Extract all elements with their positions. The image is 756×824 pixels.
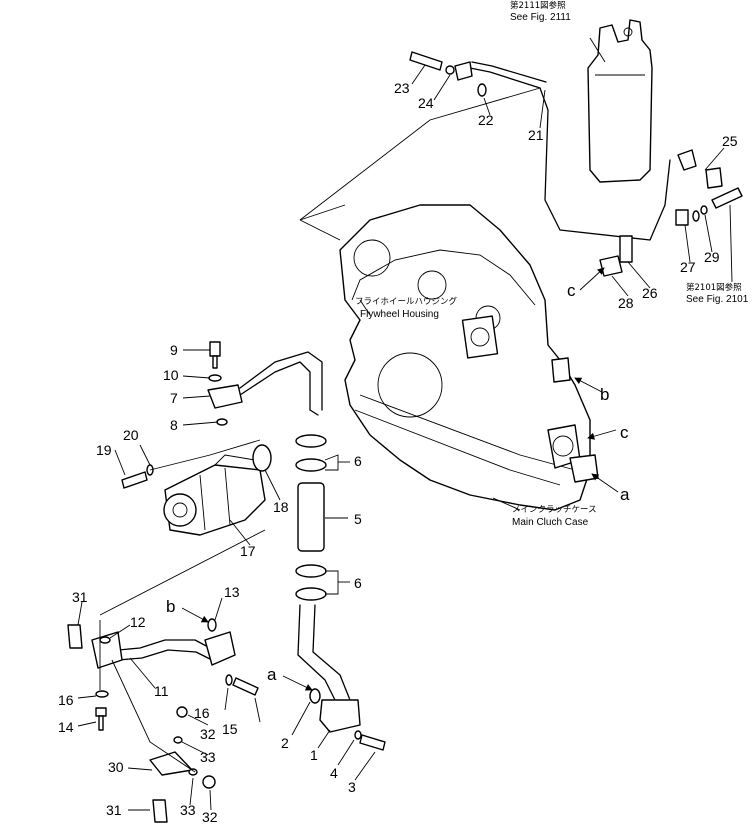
connector-arrows (181, 267, 619, 691)
flywheel-en: Flywheel Housing (360, 309, 439, 320)
part-label-18: 18 (273, 499, 289, 515)
part-label-1: 1 (310, 747, 318, 763)
part-label-14: 14 (58, 719, 74, 735)
pipe-1 (297, 604, 361, 733)
part-label-3: 3 (348, 779, 356, 795)
part-label-33-lower: 33 (180, 802, 196, 818)
connector-letters: c b a c b a (166, 281, 630, 684)
part-label-4: 4 (330, 765, 338, 781)
part-label-22: 22 (478, 112, 494, 128)
part-label-31-lower: 31 (106, 802, 122, 818)
part-labels: 9 10 7 8 20 19 18 17 6 5 6 23 24 22 21 2… (58, 80, 738, 824)
connector-a-upper: a (620, 485, 630, 504)
part-label-17: 17 (240, 543, 256, 559)
clutch-jp: メインクラッチケース (512, 505, 597, 515)
part-label-23: 23 (394, 80, 410, 96)
ref-2101-en: See Fig. 2101 (686, 294, 749, 305)
connector-b-lower: b (166, 597, 175, 616)
flywheel-jp: フライホイールハウジング (355, 296, 458, 307)
hose-21 (299, 61, 671, 241)
flywheel-housing (299, 204, 599, 511)
part-label-5: 5 (354, 511, 362, 527)
hose-7-line (239, 351, 323, 416)
part-label-15: 15 (222, 721, 238, 737)
part-label-25: 25 (722, 133, 738, 149)
part-label-21: 21 (528, 127, 544, 143)
part-label-27: 27 (680, 259, 696, 275)
part-label-26: 26 (642, 285, 658, 301)
part-label-7: 7 (170, 390, 178, 406)
ref-2111-jp: 第2111図参照 (510, 0, 566, 11)
part-label-9: 9 (170, 342, 178, 358)
part-label-11: 11 (154, 683, 169, 699)
part-label-16-left: 16 (58, 692, 74, 708)
clutch-en: Main Cluch Case (512, 517, 589, 528)
part-label-19: 19 (96, 442, 112, 458)
part-label-6-upper: 6 (354, 453, 362, 469)
hose-5 (295, 434, 327, 601)
part-label-10: 10 (163, 367, 179, 383)
connector-a-lower: a (267, 665, 277, 684)
connector-b-upper: b (600, 385, 609, 404)
part-label-6-lower: 6 (354, 575, 362, 591)
ref-2101-jp: 第2101図参照 (686, 282, 742, 293)
part-label-24: 24 (418, 95, 434, 111)
part-label-32-lower: 32 (202, 809, 218, 824)
part-label-30: 30 (108, 759, 124, 775)
part-label-33-upper: 33 (200, 749, 216, 765)
notes: 第2111図参照 See Fig. 2111 第2101図参照 See Fig.… (355, 0, 749, 528)
part-label-28: 28 (618, 295, 634, 311)
fittings (67, 51, 743, 823)
part-label-20: 20 (123, 427, 139, 443)
part-label-16-right: 16 (194, 705, 210, 721)
part-label-12: 12 (130, 614, 146, 630)
part-label-29: 29 (704, 249, 720, 265)
connector-c-left: c (567, 281, 576, 300)
leader-lines (77, 37, 733, 811)
ref-2111-en: See Fig. 2111 (510, 12, 571, 23)
pump-17 (163, 454, 266, 536)
part-label-2: 2 (281, 735, 289, 751)
part-label-8: 8 (170, 417, 178, 433)
tank (587, 19, 653, 183)
connector-c-upper: c (620, 423, 629, 442)
part-label-31-upper: 31 (72, 589, 88, 605)
part-label-13: 13 (224, 584, 240, 600)
part-label-32-upper: 32 (200, 726, 216, 742)
